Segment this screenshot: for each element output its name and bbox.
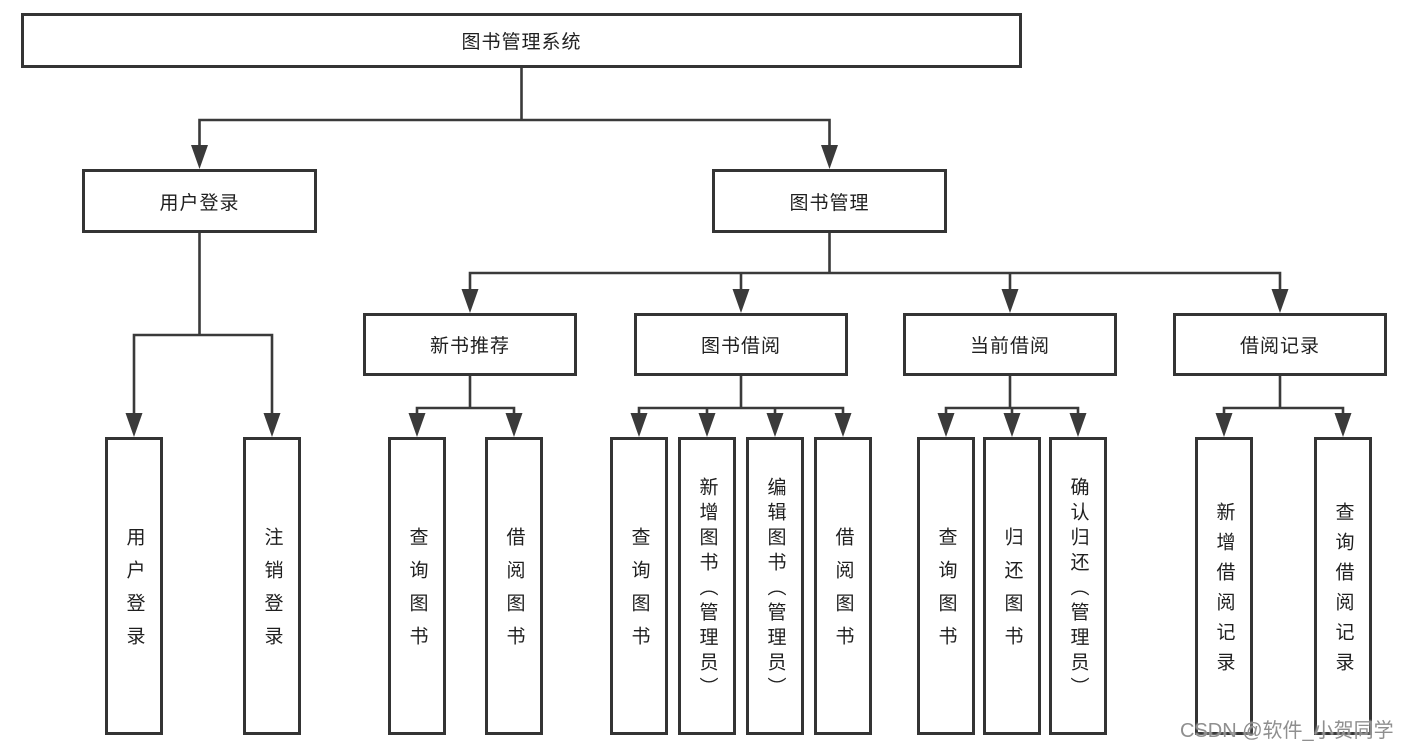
node-label: 归还图书 [1001, 527, 1023, 659]
csdn-watermark: CSDN @软件_小贺同学 [1180, 720, 1394, 742]
node-current-borrowing: 当前借阅 [903, 313, 1117, 376]
node-label: 图书管理系统 [461, 32, 582, 53]
node-system-root: 图书管理系统 [21, 13, 1022, 68]
leaf-edit-books-admin: 编辑图书（管理员） [746, 437, 804, 735]
leaf-logout: 注销登录 [243, 437, 301, 735]
leaf-add-books-admin: 新增图书（管理员） [678, 437, 736, 735]
leaf-query-books-borrowing: 查询图书 [610, 437, 668, 735]
node-label: 查询图书 [935, 527, 957, 659]
node-label: 新书推荐 [429, 336, 510, 357]
node-label: 注销登录 [261, 527, 283, 659]
node-label: 借阅图书 [503, 527, 525, 659]
leaf-user-login: 用户登录 [105, 437, 163, 735]
leaf-query-books-current: 查询图书 [917, 437, 975, 735]
node-user-login: 用户登录 [82, 169, 317, 233]
leaf-add-borrow-record: 新增借阅记录 [1195, 437, 1253, 735]
node-book-management: 图书管理 [712, 169, 947, 233]
node-label: 借阅图书 [832, 527, 854, 659]
leaf-query-books-recommend: 查询图书 [388, 437, 446, 735]
node-label: 编辑图书（管理员） [764, 476, 786, 702]
node-label: 用户登录 [123, 527, 145, 659]
leaf-query-borrow-record: 查询借阅记录 [1314, 437, 1372, 735]
leaf-borrow-books: 借阅图书 [814, 437, 872, 735]
node-new-book-recommend: 新书推荐 [363, 313, 577, 376]
node-borrowing-records: 借阅记录 [1173, 313, 1387, 376]
node-label: 借阅记录 [1239, 336, 1320, 357]
connector-path [132, 68, 1345, 433]
node-label: 查询借阅记录 [1332, 501, 1354, 682]
node-label: 用户登录 [159, 192, 240, 214]
node-label: 图书借阅 [700, 336, 781, 357]
arrowheads [125, 145, 1352, 437]
node-label: 确认归还（管理员） [1067, 476, 1089, 702]
leaf-return-books: 归还图书 [983, 437, 1041, 735]
leaf-confirm-return-admin: 确认归还（管理员） [1049, 437, 1107, 735]
node-label: 当前借阅 [969, 336, 1050, 357]
leaf-borrow-books-recommend: 借阅图书 [485, 437, 543, 735]
node-label: 查询图书 [406, 527, 428, 659]
node-label: 图书管理 [789, 192, 870, 214]
node-label: 新增借阅记录 [1213, 501, 1235, 682]
node-label: 查询图书 [628, 527, 650, 659]
node-label: 新增图书（管理员） [696, 476, 718, 702]
node-book-borrowing: 图书借阅 [634, 313, 848, 376]
